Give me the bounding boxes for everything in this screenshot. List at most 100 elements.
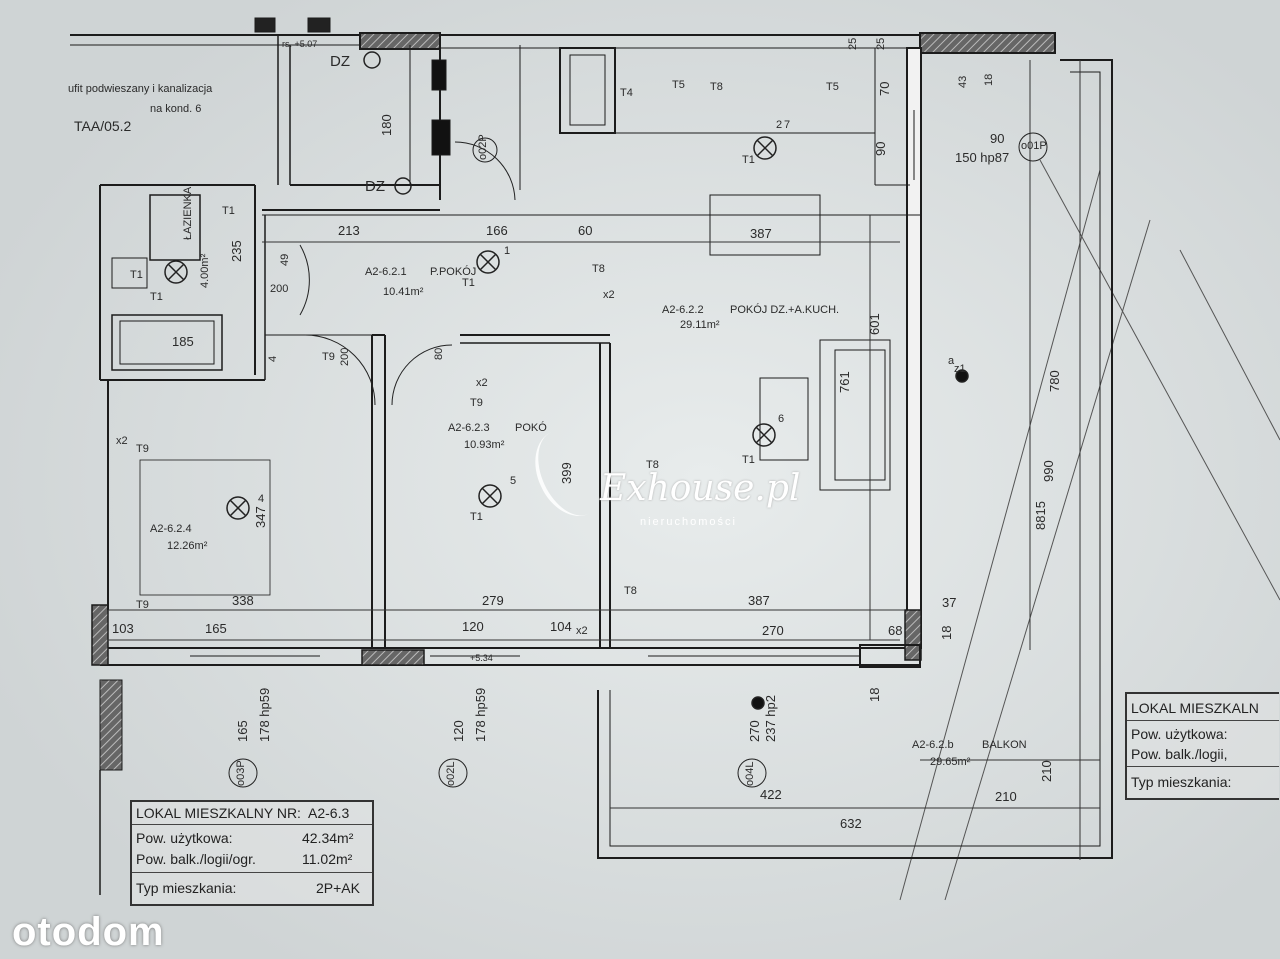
bathroom-name: ŁAZIENKA	[182, 186, 194, 240]
dim-213: 213	[338, 223, 360, 238]
dim-90: 90	[873, 141, 888, 156]
electric-label: T9	[322, 351, 335, 363]
dim-80: 80	[433, 347, 445, 360]
window-o03p: o03P	[235, 760, 247, 786]
dim-387-top: 387	[750, 226, 772, 241]
dim-68: 68	[888, 623, 903, 638]
room-2-area: 29.11m²	[680, 319, 720, 331]
electric-label: T9	[470, 397, 483, 409]
window-o04l-height: 237 hp2	[763, 695, 778, 742]
window-o02l: o02L	[445, 761, 457, 786]
legend-right-title: LOKAL MIESZKALN	[1131, 700, 1259, 716]
room-2-name: POKÓJ DZ.+A.KUCH.	[730, 304, 840, 316]
electric-label: T9	[136, 443, 149, 455]
legend-title-value: A2-6.3	[308, 805, 350, 821]
electric-label: 7	[784, 119, 791, 131]
room-1-name: P.POKÓJ	[430, 266, 477, 278]
electric-label: T9	[136, 599, 149, 611]
window-o01p-size: 150 hp87	[955, 150, 1010, 165]
dim-338: 338	[232, 593, 254, 608]
dim-210a: 210	[995, 789, 1017, 804]
dim-761: 761	[837, 371, 852, 393]
level-note: rs. +5.07	[282, 39, 318, 49]
dim-210b: 210	[1039, 760, 1054, 782]
electric-label: T1	[742, 454, 755, 466]
legend-right-usable: Pow. użytkowa:	[1131, 726, 1228, 742]
room-3-area: 10.93m²	[464, 439, 505, 451]
dim-632: 632	[840, 816, 862, 831]
dim-387-bottom: 387	[748, 593, 770, 608]
dz-label-top: DZ	[330, 53, 350, 70]
dim-18c: 18	[983, 73, 995, 86]
outer-walls	[70, 17, 1113, 895]
balcony-name: BALKON	[982, 739, 1027, 751]
reference-label: TAA/05.2	[74, 118, 132, 134]
dim-601: 601	[867, 313, 882, 335]
dim-60: 60	[578, 223, 593, 238]
balcony-area: 29.65m²	[930, 756, 971, 768]
neighbour-info-table: LOKAL MIESZKALN Pow. użytkowa: Pow. balk…	[1125, 692, 1279, 800]
bathroom-area: 4.00m²	[199, 253, 211, 288]
electric-label: x2	[603, 289, 615, 301]
dim-18a: 18	[939, 625, 954, 640]
dim-235: 235	[229, 240, 244, 262]
dim-103: 103	[112, 621, 134, 636]
exhouse-sub: nieruchomości	[640, 516, 737, 528]
electric-label: a	[948, 355, 955, 367]
electric-label: x2	[116, 435, 128, 447]
room-3-name: POKÓ	[515, 422, 547, 434]
dim-90b: 90	[990, 131, 1005, 146]
dim-200a: 200	[270, 283, 289, 295]
dim-347: 347	[253, 506, 268, 528]
fixture-label: T5	[672, 79, 685, 91]
dim-120: 120	[462, 619, 484, 634]
apartment-info-table: LOKAL MIESZKALNY NR: A2-6.3 Pow. użytkow…	[130, 800, 374, 906]
dim-270: 270	[762, 623, 784, 638]
fixture-label: T1	[130, 269, 143, 281]
otodom-logo: otodom	[12, 910, 165, 954]
window-tags	[228, 132, 1048, 788]
dim-25a: 25	[847, 37, 859, 50]
light-fixtures	[164, 51, 969, 710]
electric-label: x2	[476, 377, 488, 389]
dim-166: 166	[486, 223, 508, 238]
dim-180: 180	[379, 114, 394, 136]
dim-104: 104	[550, 619, 572, 634]
dim-18b: 18	[867, 687, 882, 702]
legend-usable-value: 42.34m²	[302, 830, 354, 846]
ceiling-note: ufit podwieszany i kanalizacja	[68, 83, 213, 95]
dim-37: 37	[942, 595, 957, 610]
dim-49: 49	[279, 253, 291, 266]
window-o03p-width: 165	[235, 720, 250, 742]
dim-4: 4	[267, 355, 279, 362]
electric-label: T8	[592, 263, 605, 275]
window-o04l-width: 270	[747, 720, 762, 742]
dim-990: 990	[1041, 460, 1056, 482]
electric-label: 6	[778, 413, 785, 425]
electric-label: T8	[624, 585, 637, 597]
electric-label: T1	[470, 511, 483, 523]
dim-165: 165	[205, 621, 227, 636]
legend-type-label: Typ mieszkania:	[136, 880, 237, 896]
fixture-label: T5	[826, 81, 839, 93]
dim-25b: 25	[875, 37, 887, 50]
electric-label: 4	[258, 493, 265, 505]
legend-balcony-value: 11.02m²	[302, 851, 353, 867]
window-o01p: o01P	[1021, 140, 1047, 152]
electric-label: z1	[954, 363, 966, 375]
electric-label: 1	[504, 245, 511, 257]
room-4-id: A2-6.2.4	[150, 523, 192, 535]
ceiling-note-2: na kond. 6	[150, 103, 202, 115]
electric-label: x2	[576, 625, 588, 637]
exhouse-brand: Exhouse.pl	[600, 468, 801, 509]
window-o04l: o04L	[744, 761, 756, 786]
dim-185: 185	[172, 334, 194, 349]
dim-43: 43	[957, 75, 969, 88]
electric-label: T1	[742, 154, 755, 166]
legend-right-type: Typ mieszkania:	[1131, 774, 1232, 790]
window-o02l-height: 178 hp59	[473, 687, 488, 742]
legend-type-value: 2P+AK	[316, 880, 360, 896]
dz-label-bottom: DZ	[365, 178, 385, 195]
room-2-id: A2-6.2.2	[662, 304, 704, 316]
